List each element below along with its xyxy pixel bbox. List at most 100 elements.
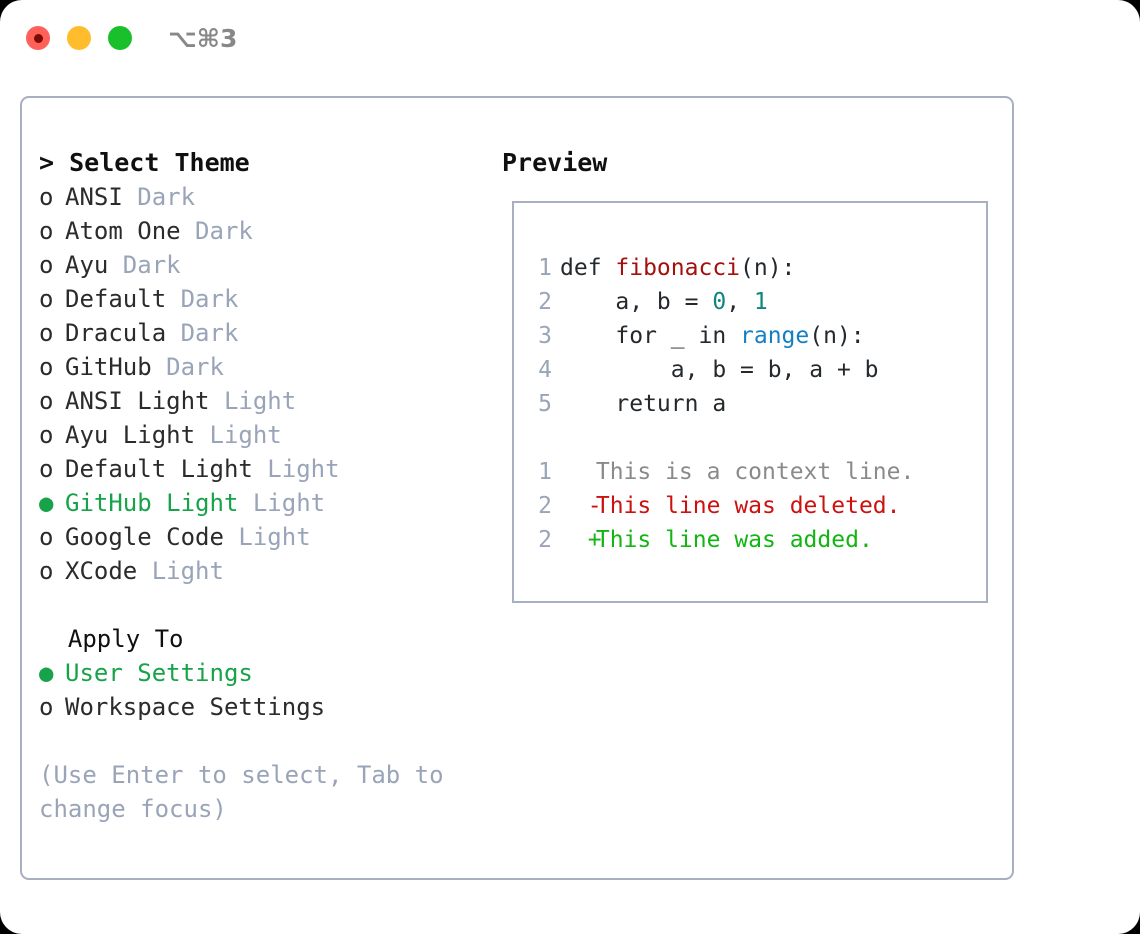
diff-text: This line was deleted. [582, 493, 901, 519]
code-token: fibonacci [615, 255, 741, 281]
theme-category-tag: Light [252, 489, 326, 517]
radio-unselected-icon: o [39, 421, 54, 449]
radio-unselected-icon: o [39, 557, 54, 585]
theme-category-tag: Dark [195, 217, 253, 245]
radio-selected-icon: ● [39, 489, 54, 517]
keyboard-shortcut-label: ⌥⌘3 [168, 24, 238, 53]
code-token: (n): [740, 255, 796, 281]
theme-name: Default [65, 285, 181, 313]
window-controls [26, 26, 132, 50]
title-bar: ⌥⌘3 [0, 0, 1140, 78]
radio-unselected-icon: o [39, 387, 54, 415]
theme-category-tag: Light [238, 523, 311, 551]
close-button[interactable] [26, 26, 50, 50]
apply-to-option-workspace-settings[interactable]: o Workspace Settings [39, 690, 499, 724]
code-token: for _ in [560, 323, 741, 349]
code-line: 3 for _ in range(n): [514, 319, 986, 353]
theme-name: Dracula [65, 319, 181, 347]
radio-unselected-icon: o [39, 251, 54, 279]
theme-option-ayu[interactable]: o Ayu Dark [39, 248, 499, 282]
theme-name: Ayu [65, 251, 123, 279]
apply-to-heading: Apply To [39, 625, 184, 653]
select-theme-heading: > Select Theme [39, 148, 250, 177]
code-line: 1 def fibonacci(n): [514, 251, 986, 285]
theme-category-tag: Dark [166, 353, 224, 381]
radio-unselected-icon: o [39, 285, 54, 313]
theme-category-tag: Dark [122, 251, 181, 279]
diff-marker: + [560, 527, 602, 553]
radio-unselected-icon: o [39, 319, 54, 347]
theme-option-dracula[interactable]: o Dracula Dark [39, 316, 499, 350]
code-token: range [740, 323, 810, 349]
code-token: (n): [809, 323, 865, 349]
theme-name: Atom One [65, 217, 196, 245]
theme-name: Default Light [65, 455, 268, 483]
apply-to-option-user-settings[interactable]: ●User Settings [39, 656, 499, 690]
code-token: 0 [712, 289, 727, 315]
diff-text: This is a context line. [582, 459, 915, 485]
theme-option-github-light[interactable]: ● GitHub Light Light [39, 486, 499, 520]
spacer [514, 421, 986, 455]
diff-text: This line was added. [582, 527, 873, 553]
theme-option-xcode[interactable]: o XCode Light [39, 554, 499, 588]
code-line: 5 return a [514, 387, 986, 421]
code-token: a, b = b, a + b [560, 357, 879, 383]
theme-name: Ayu Light [65, 421, 210, 449]
theme-category-tag: Dark [137, 183, 196, 211]
line-number: 2 [538, 289, 552, 315]
theme-name: XCode [65, 557, 152, 585]
line-number: 3 [538, 323, 552, 349]
diff-marker [560, 455, 582, 489]
diff-marker: - [560, 493, 602, 519]
code-token: , [726, 289, 754, 315]
theme-option-default[interactable]: o Default Dark [39, 282, 499, 316]
theme-category-tag: Light [267, 455, 340, 483]
diff-sample: 1 This is a context line. 2 - This line w… [514, 455, 986, 557]
theme-name: GitHub Light [65, 489, 253, 517]
keyboard-hint-text: (Use Enter to select, Tab to change focu… [39, 761, 459, 823]
line-number: 1 [538, 255, 552, 281]
theme-option-ayu-light[interactable]: o Ayu Light Light [39, 418, 499, 452]
code-token: a, b = [560, 289, 713, 315]
line-number: 4 [538, 357, 552, 383]
minimize-button[interactable] [67, 26, 91, 50]
diff-line: 2 + This line was added. [514, 523, 986, 557]
code-line: 2 a, b = 0, 1 [514, 285, 986, 319]
line-number: 5 [538, 391, 552, 417]
theme-category-tag: Light [151, 557, 224, 585]
theme-category-tag: Light [209, 421, 282, 449]
theme-category-tag: Light [223, 387, 297, 415]
line-number: 1 [538, 459, 552, 485]
radio-unselected-icon: o [39, 693, 54, 721]
radio-unselected-icon: o [39, 353, 54, 381]
apply-to-list[interactable]: ●User Settings o Workspace Settings [39, 656, 499, 724]
code-token: return a [560, 391, 727, 417]
theme-option-default-light[interactable]: o Default Light Light [39, 452, 499, 486]
theme-option-google-code[interactable]: o Google Code Light [39, 520, 499, 554]
zoom-button[interactable] [108, 26, 132, 50]
radio-unselected-icon: o [39, 455, 54, 483]
theme-option-github[interactable]: o GitHub Dark [39, 350, 499, 384]
apply-to-label: Workspace Settings [65, 693, 326, 721]
theme-option-ansi-light[interactable]: o ANSI Light Light [39, 384, 499, 418]
theme-name: Google Code [65, 523, 239, 551]
theme-name: ANSI Light [65, 387, 224, 415]
radio-unselected-icon: o [39, 183, 54, 211]
theme-category-tag: Dark [180, 319, 239, 347]
code-token: def [560, 255, 616, 281]
theme-category-tag: Dark [180, 285, 239, 313]
preview-heading: Preview [502, 148, 608, 177]
radio-unselected-icon: o [39, 523, 54, 551]
diff-line: 2 - This line was deleted. [514, 489, 986, 523]
theme-name: GitHub [65, 353, 167, 381]
radio-selected-icon: ● [39, 659, 54, 687]
